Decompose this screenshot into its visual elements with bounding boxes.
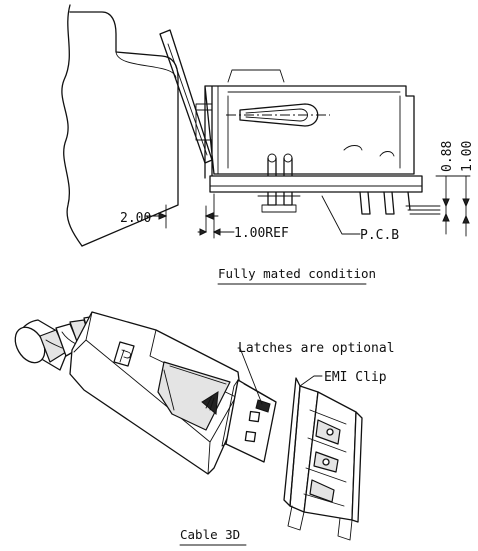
pcb-callout: P.C.B [321, 195, 399, 243]
dp-logo-badge [113, 341, 135, 367]
emi-clip-callout: EMI Clip [299, 370, 387, 387]
emi-clip-label: EMI Clip [324, 370, 387, 385]
dim-1-00ref-label: 1.00REF [234, 226, 289, 241]
release-arrow-icon [201, 391, 219, 416]
ground-legs [359, 191, 411, 215]
dimension-1-00-ref: 1.00REF [197, 193, 289, 241]
vertical-dimensions: 0.88 1.00 [435, 141, 475, 237]
latch-window-a [248, 410, 261, 423]
dimension-2-00: 2.00 [120, 204, 219, 233]
dim-0-88-label: 0.88 [440, 141, 455, 172]
release-button [157, 361, 231, 431]
plug-body-shell [69, 11, 179, 247]
plug-body-outline [61, 4, 83, 247]
cable-3d-view: Latches are optional EMI Clip Cable 3D [14, 311, 395, 546]
emi-clip [283, 377, 301, 507]
contact-slot [239, 103, 319, 127]
latch-note-label: Latches are optional [238, 341, 395, 356]
latch-callout: Latches are optional [237, 341, 395, 405]
pcb-label: P.C.B [360, 228, 399, 243]
dim-2-00-label: 2.00 [120, 211, 151, 226]
dim-1-00-label: 1.00 [460, 141, 475, 172]
receptacle-housing [204, 85, 415, 179]
mated-section-view: 2.00 1.00REF P.C.B 0.88 1.00 [61, 4, 475, 285]
pcb-board [209, 175, 423, 193]
mated-caption: Fully mated condition [218, 266, 376, 281]
cable-3d-caption: Cable 3D [180, 527, 240, 542]
latch-window-b [244, 430, 257, 443]
plug-body [69, 311, 245, 475]
receptacle-3d [287, 385, 363, 541]
